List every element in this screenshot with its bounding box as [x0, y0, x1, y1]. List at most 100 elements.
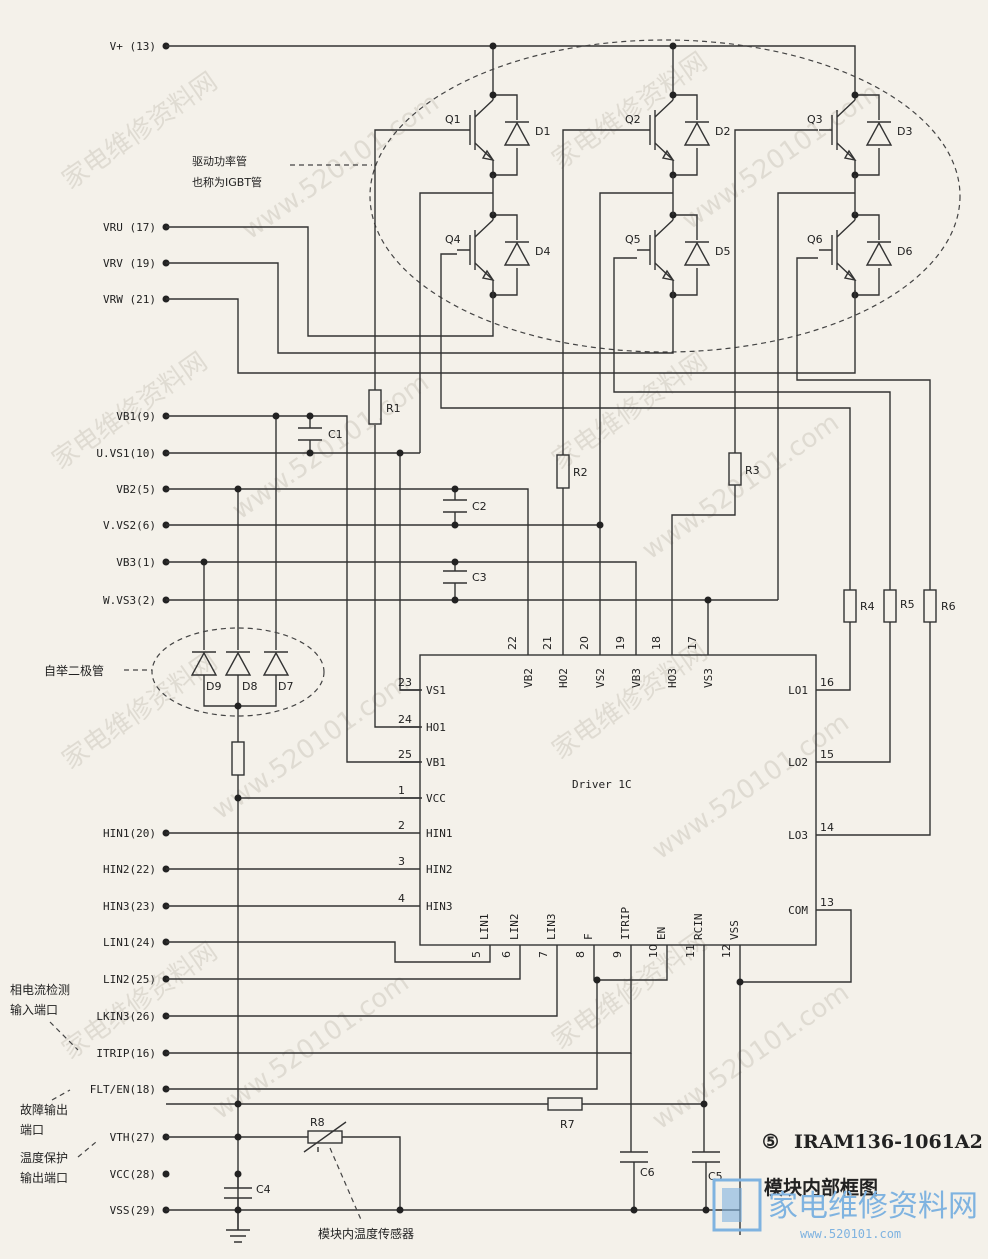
bootstrap-diodes — [190, 651, 290, 676]
ic-pin-name: VSS — [728, 920, 741, 940]
igbt-group-outline — [369, 39, 961, 353]
left-pin-label: V+ (13) — [110, 40, 156, 53]
phase-current-label-line2: 输入端口 — [10, 1002, 58, 1017]
ic-pin-number: 15 — [820, 748, 834, 761]
left-pin-label: VTH(27) — [110, 1131, 156, 1144]
left-pin-label: LKIN3(26) — [96, 1010, 156, 1023]
fault-label-line2: 端口 — [20, 1123, 44, 1137]
caption-model: IRAM136-1061A2 — [794, 1131, 983, 1153]
junction-dot — [234, 1170, 242, 1178]
ic-pin-number: 9 — [611, 951, 624, 958]
transistor-label: Q6 — [807, 233, 823, 246]
junction-dot — [669, 42, 677, 50]
watermark-url: www.520101.com — [637, 408, 845, 566]
driver-ic-body — [419, 654, 817, 946]
left-pin-label: HIN2(22) — [103, 863, 156, 876]
junction-dot — [630, 1206, 638, 1214]
caption-subtitle: 模块内部框图 — [764, 1176, 878, 1199]
junction-dot — [700, 1100, 708, 1108]
diode-label: D6 — [897, 245, 912, 258]
label-r6: R6 — [941, 600, 956, 613]
ic-pin-name: VB3 — [630, 668, 643, 688]
left-pin-label: VRV (19) — [103, 257, 156, 270]
ic-pin-name: LO2 — [788, 756, 808, 769]
ic-pin-number: 19 — [614, 636, 627, 650]
left-pin-terminal — [162, 1170, 170, 1178]
ic-pin-number: 7 — [537, 951, 550, 958]
left-pin-label: VB2(5) — [116, 483, 156, 496]
left-pin-label: LIN2(25) — [103, 973, 156, 986]
site-logo-text: 家电维修资料网 — [768, 1189, 978, 1224]
left-pin-label: U.VS1(10) — [96, 447, 156, 460]
ic-pin-number: 13 — [820, 896, 834, 909]
ic-pin-name: LO3 — [788, 829, 808, 842]
temp-leader — [77, 1141, 97, 1158]
left-pin-label: VSS(29) — [110, 1204, 156, 1217]
junction-dot — [736, 978, 744, 986]
sensor-label: 模块内温度传感器 — [318, 1226, 414, 1241]
transistor-label: Q5 — [625, 233, 641, 246]
junction-dot — [489, 42, 497, 50]
ic-pin-name: HIN2 — [426, 863, 453, 876]
ic-pin-name: HIN1 — [426, 827, 453, 840]
ic-pin-number: 16 — [820, 676, 834, 689]
ic-pin-number: 14 — [820, 821, 834, 834]
junction-dot — [234, 1206, 242, 1214]
bootstrap-outline — [151, 627, 325, 717]
junction-dot — [451, 596, 459, 604]
label-r5: R5 — [900, 598, 915, 611]
watermark-text: 家电维修资料网 — [547, 347, 713, 476]
caption-number: ⑤ — [762, 1131, 779, 1153]
ic-pin-number: 12 — [720, 944, 733, 958]
diode-label: D5 — [715, 245, 730, 258]
ic-pin-number: 2 — [398, 819, 405, 832]
label-r3: R3 — [745, 464, 760, 477]
ic-pin-number: 3 — [398, 855, 405, 868]
ic-pin-name: LIN2 — [508, 914, 521, 941]
ic-pin-name: VS2 — [594, 668, 607, 688]
ic-pin-number: 21 — [541, 636, 554, 650]
watermark-text: 家电维修资料网 — [547, 637, 713, 766]
label-d9: D9 — [206, 680, 221, 693]
ic-pin-name: VS1 — [426, 684, 446, 697]
driver-ic-title: Driver 1C — [572, 778, 632, 791]
ic-pin-number: 1 — [398, 784, 405, 797]
igbt-label-line2: 也称为IGBT管 — [192, 175, 262, 189]
label-d7: D7 — [278, 680, 293, 693]
driver-ic-pins: 23VS124HO125VB11VCC2HIN13HIN24HIN322VB22… — [166, 636, 834, 958]
diode-label: D4 — [535, 245, 550, 258]
left-pin-label: VB3(1) — [116, 556, 156, 569]
ic-pin-number: 23 — [398, 676, 412, 689]
ic-pin-name: VS3 — [702, 668, 715, 688]
ic-pin-number: 11 — [684, 944, 697, 958]
watermark-url: www.520101.com — [227, 368, 435, 526]
ic-pin-number: 5 — [470, 951, 483, 958]
ic-pin-number: 6 — [500, 951, 513, 958]
left-pin-label: W.VS3(2) — [103, 594, 156, 607]
ic-pin-name: VB2 — [522, 668, 535, 688]
left-pin-label: HIN3(23) — [103, 900, 156, 913]
junction-dot — [306, 412, 314, 420]
bootstrap-label: 自举二极管 — [44, 663, 104, 678]
junction-dot — [234, 1133, 242, 1141]
transistor-label: Q2 — [625, 113, 641, 126]
junction-dot — [272, 412, 280, 420]
igbt-label-line1: 驱动功率管 — [192, 154, 247, 168]
watermark-layer: 家电维修资料网 www.520101.com 家电维修资料网 www.52010… — [47, 47, 885, 1136]
junction-dots — [200, 42, 744, 1214]
label-c6: C6 — [640, 1166, 655, 1179]
label-c3: C3 — [472, 571, 487, 584]
junction-dot — [200, 558, 208, 566]
ic-pin-number: 8 — [574, 951, 587, 958]
ic-pin-name: LIN3 — [545, 914, 558, 941]
temp-label-line2: 输出端口 — [20, 1170, 68, 1185]
junction-dot — [704, 596, 712, 604]
junction-dot — [396, 1206, 404, 1214]
ic-pin-name: LO1 — [788, 684, 808, 697]
label-c4: C4 — [256, 1183, 271, 1196]
junction-dot — [451, 521, 459, 529]
ic-pin-number: 4 — [398, 892, 405, 905]
